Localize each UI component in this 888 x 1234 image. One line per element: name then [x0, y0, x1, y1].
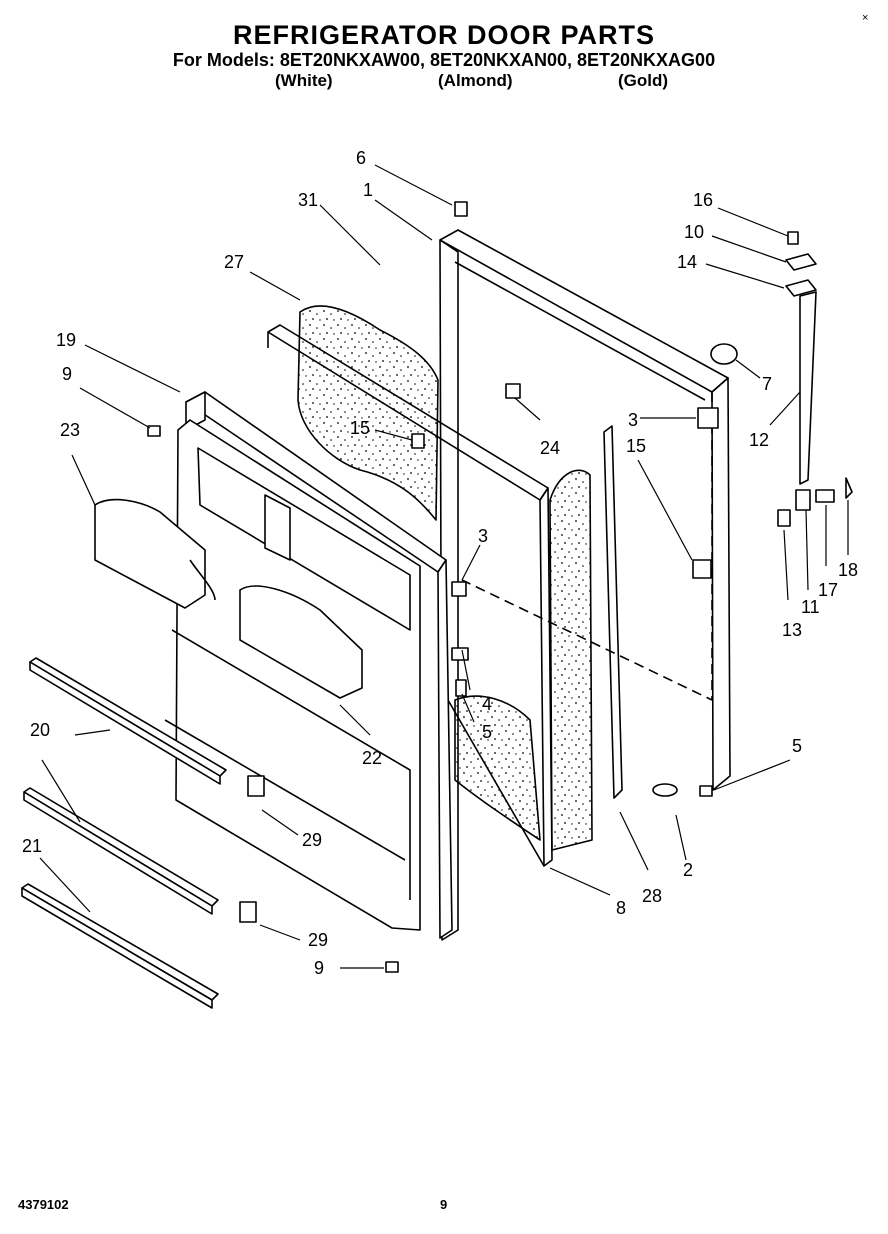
callout-7: 7: [762, 374, 772, 394]
callout-3a: 3: [628, 410, 638, 430]
callout-10: 10: [684, 222, 704, 242]
callout-18: 18: [838, 560, 858, 580]
color-white: (White): [275, 71, 333, 90]
color-almond: (Almond): [438, 71, 513, 90]
color-gold: (Gold): [618, 71, 669, 90]
foam-insulation-lower: [454, 469, 593, 851]
shelf-rail-20b: [23, 787, 219, 915]
shelf-rail-21: [21, 883, 219, 1009]
door-bin-upper: [94, 498, 216, 609]
callout-labels: 1 2 3 3 4 5 5 6 7 8 9 9 10 11 12 13 14 1…: [22, 148, 858, 978]
callout-5b: 5: [792, 736, 802, 756]
foam-insulation-upper: [297, 305, 439, 521]
callout-31: 31: [298, 190, 318, 210]
callout-17: 17: [818, 580, 838, 600]
callout-29b: 29: [308, 930, 328, 950]
callout-1: 1: [363, 180, 373, 200]
callout-16: 16: [693, 190, 713, 210]
callout-9a: 9: [62, 364, 72, 384]
callout-3b: 3: [478, 526, 488, 546]
breaker-strip: [603, 425, 623, 799]
callout-29a: 29: [302, 830, 322, 850]
callout-9b: 9: [314, 958, 324, 978]
callout-4: 4: [482, 694, 492, 714]
callout-23: 23: [60, 420, 80, 440]
callout-5a: 5: [482, 722, 492, 742]
callout-6: 6: [356, 148, 366, 168]
page-number: 9: [440, 1197, 448, 1212]
callout-19: 19: [56, 330, 76, 350]
inner-door-liner: [164, 391, 453, 939]
callout-11: 11: [801, 597, 820, 617]
callout-2: 2: [683, 860, 693, 880]
leader-lines: [39, 164, 849, 969]
door-bin-middle: [264, 494, 291, 561]
corner-mark: ×: [862, 12, 869, 24]
part-number: 4379102: [18, 1197, 69, 1212]
diagram-title: REFRIGERATOR DOOR PARTS: [232, 20, 655, 50]
callout-22: 22: [362, 748, 382, 768]
callout-15a: 15: [350, 418, 370, 438]
callout-12: 12: [749, 430, 769, 450]
callout-28: 28: [642, 886, 662, 906]
door-bin-lower: [239, 585, 363, 699]
callout-21: 21: [22, 836, 42, 856]
shelf-rail-20a: [29, 657, 227, 785]
callout-20: 20: [30, 720, 50, 740]
callout-8: 8: [616, 898, 626, 918]
callout-24: 24: [540, 438, 560, 458]
callout-15b: 15: [626, 436, 646, 456]
model-numbers: For Models: 8ET20NKXAW00, 8ET20NKXAN00, …: [172, 50, 716, 70]
callout-13: 13: [782, 620, 802, 640]
callout-27: 27: [224, 252, 244, 272]
callout-14: 14: [677, 252, 697, 272]
hinge-pin-strip: [799, 291, 817, 485]
